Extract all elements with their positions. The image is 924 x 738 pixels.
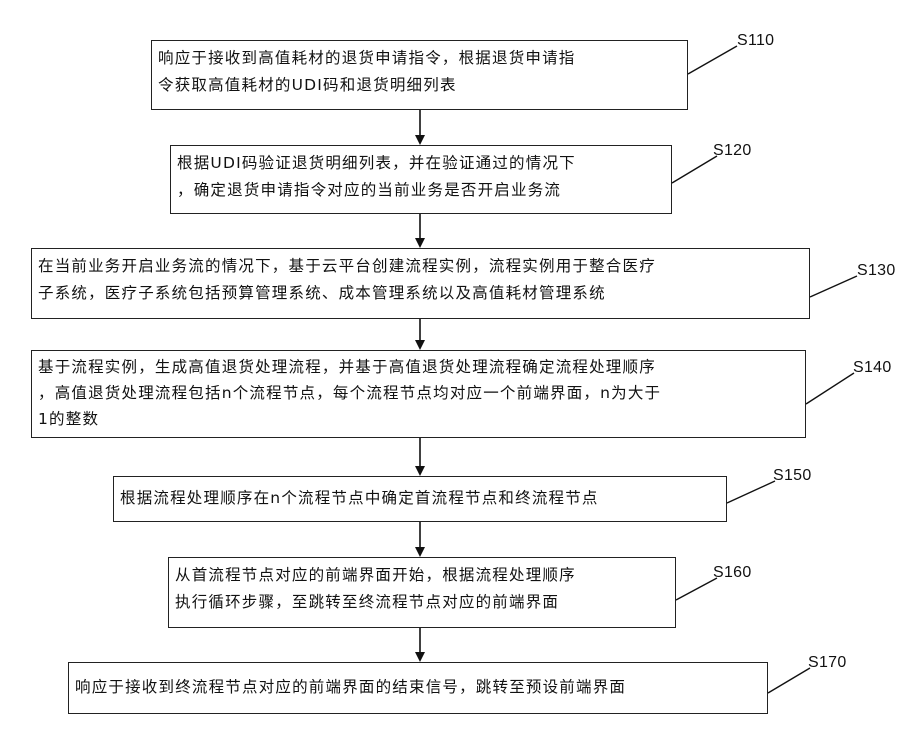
step-label-s130: S130: [857, 262, 896, 280]
step-text-line: 1的整数: [38, 406, 799, 432]
step-text-line: ，确定退货申请指令对应的当前业务是否开启业务流: [177, 177, 665, 204]
step-box-s130: 在当前业务开启业务流的情况下，基于云平台创建流程实例，流程实例用于整合医疗 子系…: [31, 248, 810, 319]
step-text-line: 从首流程节点对应的前端界面开始，根据流程处理顺序: [175, 562, 669, 589]
step-box-s120: 根据UDI码验证退货明细列表，并在验证通过的情况下 ，确定退货申请指令对应的当前…: [170, 145, 672, 214]
leader-line-s130: [810, 276, 857, 297]
step-label-s120: S120: [713, 142, 752, 160]
step-text-line: 根据流程处理顺序在n个流程节点中确定首流程节点和终流程节点: [120, 485, 720, 512]
step-box-s150: 根据流程处理顺序在n个流程节点中确定首流程节点和终流程节点: [113, 476, 727, 522]
step-text-line: 令获取高值耗材的UDI码和退货明细列表: [158, 72, 681, 99]
leader-line-s160: [676, 578, 717, 600]
leader-line-s110: [688, 46, 737, 74]
step-box-s140: 基于流程实例，生成高值退货处理流程，并基于高值退货处理流程确定流程处理顺序 ，高…: [31, 350, 806, 438]
step-label-s150: S150: [773, 467, 812, 485]
step-text-line: 在当前业务开启业务流的情况下，基于云平台创建流程实例，流程实例用于整合医疗: [38, 253, 803, 280]
step-box-s160: 从首流程节点对应的前端界面开始，根据流程处理顺序 执行循环步骤，至跳转至终流程节…: [168, 557, 676, 628]
leader-line-s170: [768, 668, 810, 693]
step-label-s160: S160: [713, 564, 752, 582]
step-label-s170: S170: [808, 654, 847, 672]
step-text-line: 根据UDI码验证退货明细列表，并在验证通过的情况下: [177, 150, 665, 177]
step-text-line: 响应于接收到高值耗材的退货申请指令，根据退货申请指: [158, 45, 681, 72]
leader-line-s140: [806, 373, 854, 404]
step-label-s110: S110: [737, 32, 774, 50]
step-text-line: 响应于接收到终流程节点对应的前端界面的结束信号，跳转至预设前端界面: [75, 674, 761, 701]
step-text-line: 子系统，医疗子系统包括预算管理系统、成本管理系统以及高值耗材管理系统: [38, 280, 803, 307]
step-box-s110: 响应于接收到高值耗材的退货申请指令，根据退货申请指 令获取高值耗材的UDI码和退…: [151, 40, 688, 110]
step-label-s140: S140: [853, 359, 892, 377]
leader-line-s120: [672, 156, 717, 183]
step-text-line: 执行循环步骤，至跳转至终流程节点对应的前端界面: [175, 589, 669, 616]
leader-line-s150: [727, 481, 775, 503]
step-box-s170: 响应于接收到终流程节点对应的前端界面的结束信号，跳转至预设前端界面: [68, 662, 768, 714]
step-text-line: ，高值退货处理流程包括n个流程节点，每个流程节点均对应一个前端界面，n为大于: [38, 380, 799, 406]
step-text-line: 基于流程实例，生成高值退货处理流程，并基于高值退货处理流程确定流程处理顺序: [38, 354, 799, 380]
